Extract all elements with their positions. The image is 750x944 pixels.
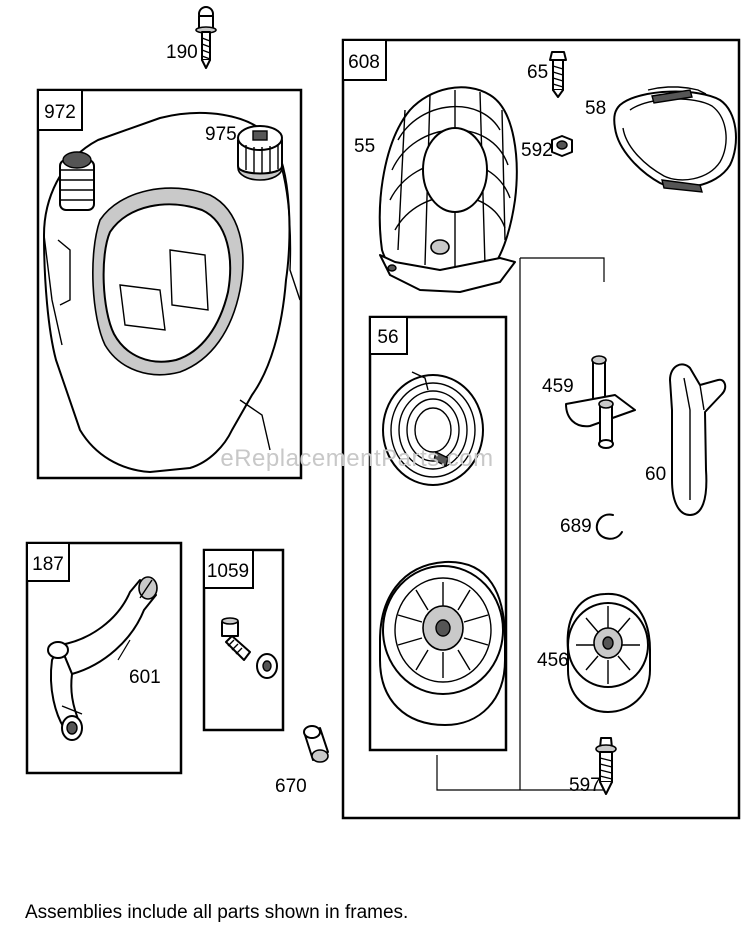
screw-597-drawing xyxy=(595,737,617,795)
tube-601-drawing xyxy=(47,576,158,741)
blower-housing-972-drawing xyxy=(43,112,301,473)
starter-housing-55-drawing xyxy=(378,86,518,293)
callout-58: 58 xyxy=(585,98,606,119)
callout-975: 975 xyxy=(205,124,237,145)
frame-187: 187 xyxy=(25,541,183,775)
ratchet-456-drawing xyxy=(566,592,651,713)
callout-597: 597 xyxy=(569,775,601,796)
rope-58-drawing xyxy=(613,86,737,193)
callout-689: 689 xyxy=(560,516,592,537)
frame-972-label: 972 xyxy=(44,102,76,123)
handle-60-drawing xyxy=(669,363,727,516)
frame-1059-label: 1059 xyxy=(207,561,249,582)
frame-187-label: 187 xyxy=(32,554,64,575)
ring-689-drawing xyxy=(595,513,623,540)
frame-56: 56 xyxy=(368,315,508,752)
valve-1059-drawing xyxy=(221,617,278,679)
pulley-56-drawing xyxy=(379,560,506,726)
dog-459-drawing xyxy=(565,355,636,449)
callout-459: 459 xyxy=(542,376,574,397)
frame-608: 608 xyxy=(341,38,741,820)
callout-65: 65 xyxy=(527,62,548,83)
screw-65-drawing xyxy=(549,51,567,98)
callout-190: 190 xyxy=(166,42,198,63)
callout-601: 601 xyxy=(129,667,161,688)
watermark: eReplacementParts.com xyxy=(220,445,493,472)
screw-190-drawing xyxy=(195,6,217,69)
frame-608-label: 608 xyxy=(348,52,380,73)
frame-56-label: 56 xyxy=(377,327,398,348)
spring-56-drawing xyxy=(382,371,484,486)
callout-60: 60 xyxy=(645,464,666,485)
bracket-lines xyxy=(436,257,605,791)
frame-1059: 1059 xyxy=(202,548,285,732)
callout-670: 670 xyxy=(275,776,307,797)
callout-456: 456 xyxy=(537,650,569,671)
lead-601 xyxy=(117,639,131,661)
callout-55: 55 xyxy=(354,136,375,157)
footnote: Assemblies include all parts shown in fr… xyxy=(25,902,408,923)
cap-975-drawing xyxy=(237,125,283,181)
frame-972: 972 xyxy=(36,88,303,480)
grommet-670-drawing xyxy=(303,725,329,763)
callout-592: 592 xyxy=(521,140,553,161)
nut-592-drawing xyxy=(551,135,573,157)
